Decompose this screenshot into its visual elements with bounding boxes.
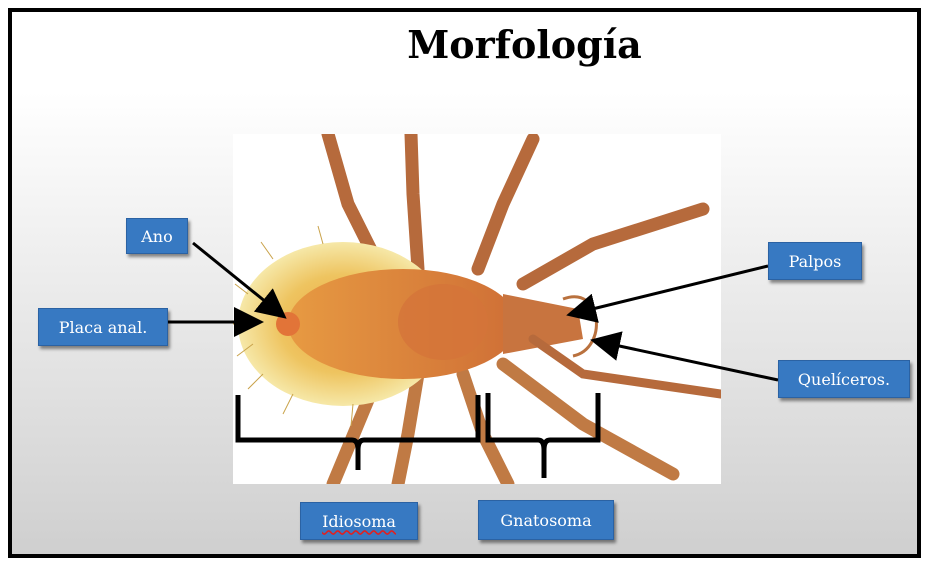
label-queliceros: Quelíceros. (778, 360, 910, 398)
label-gnatosoma: Gnatosoma (478, 500, 614, 540)
arrow-palpos (572, 266, 768, 314)
arrow-ano (193, 243, 282, 315)
gnatosoma-brace (488, 393, 598, 478)
label-ano: Ano (126, 218, 188, 254)
idiosoma-text: Idiosoma (322, 512, 396, 531)
arrows (168, 243, 778, 380)
label-idiosoma: Idiosoma (300, 502, 418, 540)
arrow-queliceros (596, 341, 778, 380)
label-placa-anal: Placa anal. (38, 308, 168, 346)
label-palpos: Palpos (768, 242, 862, 280)
idiosoma-brace (238, 395, 478, 470)
